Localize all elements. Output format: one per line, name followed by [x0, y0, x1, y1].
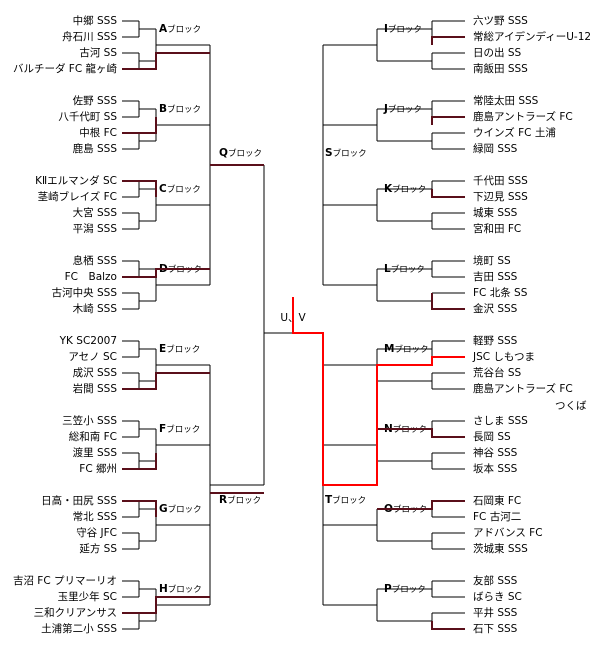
team-name: 石下 SSS: [473, 623, 518, 635]
team-name: 神谷 SSS: [473, 446, 518, 459]
block-a-label: Aブロック: [159, 23, 201, 35]
team-name: 鹿島アントラーズ FC: [473, 382, 573, 395]
team-name: JSC しもつま: [472, 351, 535, 363]
team-name-continuation: つくば: [555, 400, 587, 412]
team-name: 茎崎ブレイズ FC: [38, 190, 117, 203]
team-name: 鹿島 SSS: [73, 142, 118, 155]
block-b-label: Bブロック: [159, 103, 201, 115]
advancement-line: [431, 189, 465, 198]
team-name: 佐野 SSS: [73, 94, 118, 107]
team-name: 三笠小 SSS: [62, 414, 117, 427]
team-name: 古河中央 SSS: [52, 286, 118, 299]
semi-r-label: Rブロック: [219, 494, 261, 506]
team-name: 南飯田 SSS: [473, 62, 528, 75]
team-name: FC 古河二: [473, 510, 521, 523]
team-name: 鹿島アントラーズ FC: [473, 110, 573, 123]
team-name: 日の出 SS: [473, 46, 522, 59]
block-l-label: Lブロック: [384, 263, 425, 275]
advancement-line: [431, 36, 465, 45]
block-j-label: Jブロック: [383, 103, 422, 115]
team-name: 総和南 FC: [69, 430, 117, 443]
team-name: FC 郷州: [79, 462, 117, 475]
winning-path-line: [292, 297, 465, 486]
semi-t-label: Tブロック: [325, 494, 366, 506]
team-name: 千代田 SSS: [473, 175, 528, 187]
team-name: KⅡエルマンダ SC: [35, 174, 117, 187]
team-name: 常北 SSS: [73, 510, 118, 523]
advancement-line: [122, 596, 210, 614]
team-name: FC 北条 SS: [473, 286, 528, 299]
team-name: 土浦第二小 SSS: [41, 622, 117, 635]
advancement-line: [377, 428, 465, 438]
team-name: 荒谷台 SS: [473, 366, 522, 379]
advancement-line: [122, 500, 157, 517]
team-name: ばらき SC: [473, 591, 522, 603]
block-c-label: Cブロック: [159, 183, 201, 195]
team-name: アドバンス FC: [473, 527, 543, 539]
team-name: 中郷 SSS: [73, 14, 118, 27]
team-name: 平潟 SSS: [73, 222, 118, 235]
team-name: FC Balzo: [65, 271, 117, 283]
team-name: 成沢 SSS: [73, 366, 118, 379]
team-name: 境町 SS: [473, 254, 511, 267]
advancement-line: [431, 621, 465, 630]
advancement-line: [122, 372, 210, 390]
team-name: 木崎 SSS: [73, 302, 118, 315]
team-name: 三和クリアンサス: [34, 607, 117, 619]
block-g-label: Gブロック: [159, 503, 202, 515]
team-name: 緑岡 SSS: [473, 142, 518, 155]
team-name: 吉田 SSS: [473, 271, 518, 283]
team-name: 下辺見 SSS: [473, 191, 528, 203]
team-name: アセノ SC: [68, 351, 117, 363]
advancement-line: [122, 453, 157, 470]
block-m-label: Mブロック: [384, 343, 428, 355]
team-name: 岩間 SSS: [73, 382, 118, 395]
team-name: 長岡 SS: [473, 431, 511, 443]
semi-s-label: Sブロック: [325, 147, 367, 159]
advancement-line: [122, 180, 157, 197]
block-f-label: Fブロック: [159, 423, 200, 435]
team-name: 渡里 SSS: [73, 446, 118, 459]
team-name: 八千代町 SS: [58, 111, 117, 123]
team-name: 守谷 JFC: [76, 526, 117, 539]
advancement-line: [122, 52, 210, 70]
advancement-line: [431, 293, 465, 310]
team-name: 宮和田 FC: [473, 222, 521, 235]
team-name: 吉沼 FC プリマーリオ: [13, 574, 117, 587]
team-name: 坂本 SSS: [473, 462, 518, 475]
team-name: バルチーダ FC 龍ヶ崎: [13, 62, 118, 75]
team-name: 六ツ野 SSS: [473, 15, 528, 27]
team-name: 城東 SSS: [473, 206, 518, 219]
advancement-line: [377, 500, 465, 510]
team-name: 古河 SS: [79, 46, 117, 59]
team-name: 大宮 SSS: [73, 206, 118, 219]
block-p-label: Pブロック: [384, 583, 426, 595]
block-h-label: Hブロック: [159, 583, 202, 595]
advancement-line: [122, 117, 157, 134]
team-name: ウインズ FC 土浦: [473, 126, 556, 139]
team-name: 中根 FC: [79, 126, 117, 139]
team-name: 茨城東 SSS: [473, 542, 528, 555]
team-name: さしま SSS: [473, 415, 528, 427]
team-name: 平井 SSS: [473, 606, 518, 619]
block-i-label: Iブロック: [384, 23, 422, 35]
team-name: 延方 SS: [79, 542, 117, 555]
team-name: 常陸太田 SSS: [473, 94, 539, 107]
team-name: 日高・田尻 SSS: [41, 494, 117, 507]
team-name: 舟石川 SSS: [62, 30, 117, 43]
team-name: 友部 SSS: [473, 574, 518, 587]
team-name: 常総アイデンディーU-12: [473, 30, 591, 43]
team-name: YK SC2007: [59, 335, 117, 347]
semi-q-label: Qブロック: [219, 147, 262, 159]
team-name: 息栖 SSS: [73, 254, 118, 267]
team-name: 石岡東 FC: [473, 494, 521, 507]
block-k-label: Kブロック: [384, 183, 426, 195]
advancement-line: [431, 116, 465, 125]
advancement-line: [122, 268, 210, 278]
team-name: 軽野 SSS: [473, 335, 518, 347]
block-e-label: Eブロック: [159, 343, 200, 355]
team-name: 玉里少年 SC: [58, 590, 117, 603]
team-name: 金沢 SSS: [473, 302, 518, 315]
